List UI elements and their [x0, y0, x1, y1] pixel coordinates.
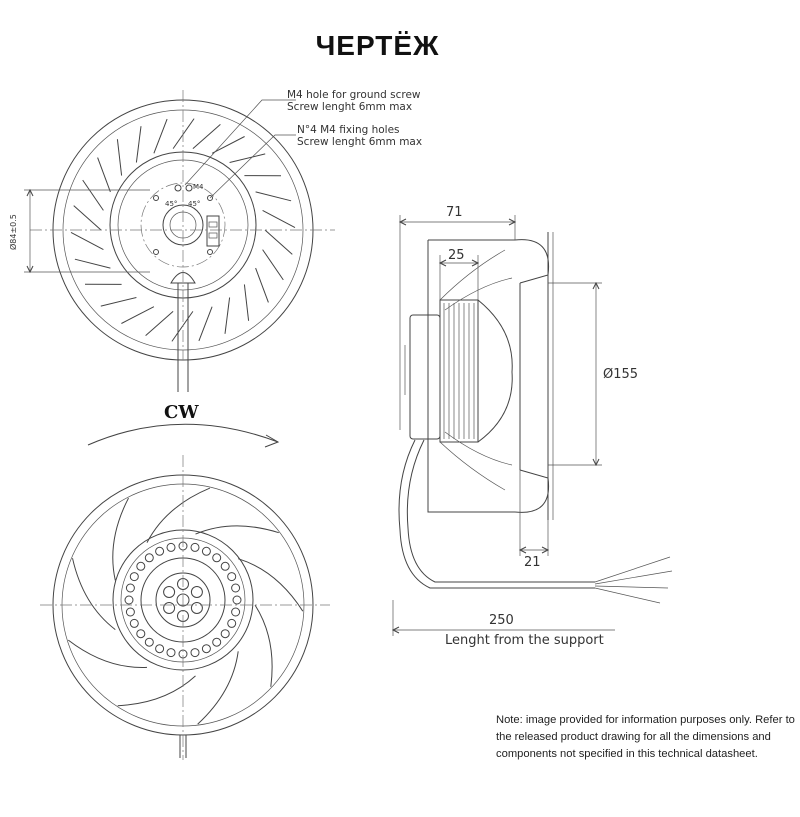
- impeller-blade: [171, 311, 194, 342]
- rivet: [201, 644, 211, 654]
- rivet: [155, 546, 165, 556]
- impeller-blade: [117, 675, 196, 707]
- rivet: [144, 637, 154, 647]
- impeller-blade: [192, 124, 221, 149]
- motor-fins: [443, 303, 475, 439]
- page-title: ЧЕРТЁЖ: [315, 30, 440, 61]
- rivet: [190, 542, 200, 552]
- rotation-direction-label: CW: [164, 402, 199, 423]
- side-view: 71 25 Ø155 21 250 Lenght from the suppor…: [391, 205, 673, 648]
- impeller-blade: [224, 297, 231, 334]
- ground-hole-callout-line1: M4 hole for ground screw: [287, 89, 421, 101]
- disclaimer-note: Note: image provided for information pur…: [496, 714, 795, 760]
- impeller-blade: [243, 284, 250, 321]
- impeller-blade: [198, 306, 213, 342]
- fixing-hole: [153, 249, 159, 255]
- impeller-blade: [146, 487, 211, 543]
- impeller-blade: [255, 191, 292, 202]
- rivet: [227, 572, 237, 582]
- rotation-arrow: [87, 423, 279, 446]
- impeller-blade: [197, 651, 239, 725]
- impeller-blades: [70, 118, 296, 342]
- rivet: [212, 553, 222, 563]
- impeller-blade: [135, 126, 142, 163]
- rivet: [220, 629, 230, 639]
- ground-hole: [174, 184, 182, 192]
- cable-length-caption: Lenght from the support: [445, 633, 604, 648]
- impeller-blade: [112, 497, 129, 581]
- hub-hole: [163, 602, 176, 614]
- dim-cable-length: 250: [489, 613, 514, 628]
- rivet: [125, 607, 135, 617]
- impeller-blade: [145, 311, 174, 336]
- impeller-blade: [172, 118, 195, 149]
- rivet: [231, 607, 241, 617]
- impeller-blade: [74, 258, 111, 269]
- rivet: [129, 572, 139, 582]
- rivet: [231, 583, 241, 593]
- impeller-blade: [238, 558, 304, 612]
- front-view-mounting: Ø84±0.5 M4 45° 45° M4 hole for ground sc…: [8, 89, 422, 392]
- hub-hole: [163, 586, 176, 598]
- angle-right-label: 45°: [188, 200, 200, 208]
- impeller-blade: [255, 267, 269, 303]
- angle-left-label: 45°: [165, 200, 177, 208]
- rivet: [212, 637, 222, 647]
- rivet: [144, 553, 154, 563]
- rivet: [124, 595, 134, 605]
- impeller-blade: [254, 604, 273, 687]
- dim-inlet-depth: 21: [524, 555, 541, 570]
- fixing-holes-callout-line2: Screw lenght 6mm max: [297, 136, 422, 148]
- rivet: [232, 595, 242, 605]
- rivet: [201, 546, 211, 556]
- rivet: [136, 561, 146, 571]
- hub-hole: [190, 602, 203, 614]
- thread-label: M4: [193, 183, 204, 191]
- impeller-blade: [97, 157, 111, 193]
- impeller-blade: [82, 179, 104, 211]
- fixing-hole: [207, 249, 213, 255]
- dim-motor-depth: 25: [448, 248, 465, 263]
- impeller-blade: [67, 639, 148, 668]
- rear-view: CW: [40, 402, 330, 760]
- rivet: [136, 629, 146, 639]
- fixing-hole: [153, 195, 159, 201]
- impeller-blade: [211, 136, 245, 154]
- rivet: [166, 542, 176, 552]
- dim-overall-width: 71: [446, 205, 463, 220]
- impeller-blade: [100, 297, 137, 307]
- fixing-holes-callout-line1: N°4 M4 fixing holes: [297, 124, 400, 136]
- motor-body: [409, 314, 441, 440]
- impeller-blade: [70, 231, 104, 251]
- impeller-blades-rear: [67, 487, 304, 725]
- rivet: [220, 561, 230, 571]
- hub-hole: [190, 586, 203, 598]
- power-cable: [398, 439, 595, 589]
- bolt-circle-label: Ø84±0.5: [8, 214, 18, 250]
- impeller-blade: [121, 306, 155, 324]
- dim-diameter: Ø155: [603, 367, 638, 382]
- impeller-blade: [153, 118, 168, 154]
- rivet: [190, 648, 200, 658]
- impeller-blade: [229, 153, 266, 163]
- rivet: [227, 618, 237, 628]
- rivet: [129, 618, 139, 628]
- rivet: [166, 648, 176, 658]
- fixing-hole: [207, 195, 213, 201]
- ground-hole-callout-line2: Screw lenght 6mm max: [287, 101, 412, 113]
- capacitor-block: [206, 215, 220, 247]
- impeller-blade: [262, 209, 296, 229]
- impeller-blade: [195, 525, 279, 535]
- hub-rivets: [124, 541, 242, 659]
- impeller-blade: [262, 249, 284, 281]
- rivet: [125, 583, 135, 593]
- impeller-blade: [264, 229, 293, 255]
- impeller-blade: [73, 205, 102, 231]
- impeller-blade: [116, 139, 123, 176]
- impeller-blade: [72, 558, 116, 630]
- rivet: [155, 644, 165, 654]
